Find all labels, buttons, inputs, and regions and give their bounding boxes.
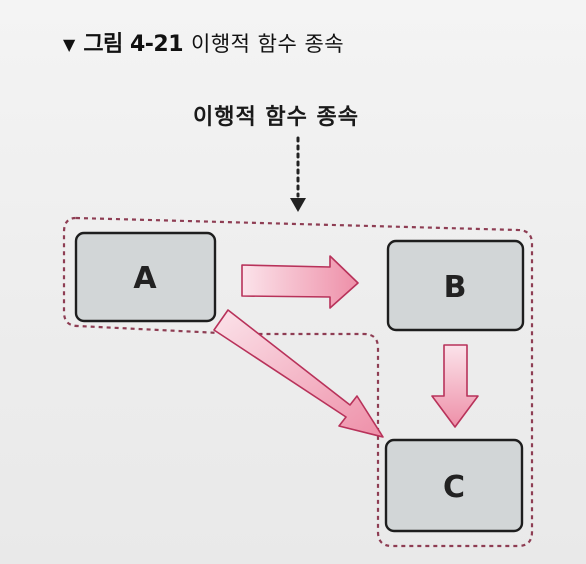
dependency-group-outline — [62, 216, 534, 548]
figure-title: 이행적 함수 종속 — [191, 32, 345, 56]
node-b-label: B — [444, 270, 467, 305]
node-a: A — [74, 231, 217, 323]
node-a-label: A — [133, 261, 157, 296]
node-b: B — [386, 239, 525, 332]
node-a-box — [74, 231, 217, 323]
caption-triangle-icon: ▼ — [63, 35, 76, 54]
arrow-a-to-b — [241, 255, 359, 309]
node-b-box — [386, 239, 525, 332]
node-c-label: C — [443, 470, 465, 505]
arrow-b-to-c — [431, 344, 479, 428]
figure-number: 그림 4-21 — [83, 32, 184, 57]
node-c: C — [384, 438, 524, 533]
label-pointer-arrowhead — [290, 198, 306, 212]
figure-caption: ▼ 그림 4-21 이행적 함수 종속 — [63, 26, 344, 58]
transitive-dependency-label: 이행적 함수 종속 — [193, 105, 359, 130]
arrow-a-to-c — [213, 309, 384, 438]
node-c-box — [384, 438, 524, 533]
